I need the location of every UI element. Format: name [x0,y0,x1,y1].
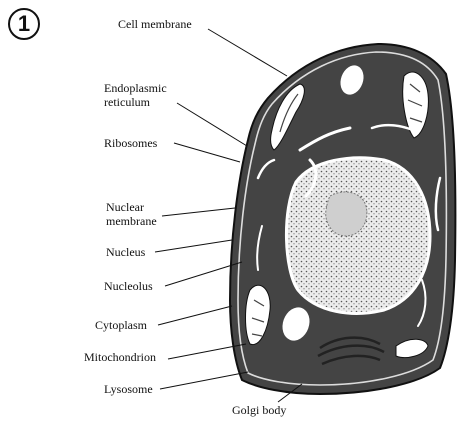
label-cell-membrane: Cell membrane [118,18,192,31]
label-cytoplasm: Cytoplasm [95,319,147,332]
label-endoplasmic-reticulum-line2: reticulum [104,96,150,109]
label-nucleus: Nucleus [106,246,145,259]
label-ribosomes: Ribosomes [104,137,157,150]
label-endoplasmic-reticulum-line1: Endoplasmic [104,82,167,95]
label-golgi-body: Golgi body [232,404,286,417]
label-mitochondrion: Mitochondrion [84,351,156,364]
nucleus [286,158,430,314]
nucleolus [326,192,367,236]
label-nuclear-membrane-line1: Nuclear [106,201,144,214]
label-nuclear-membrane-line2: membrane [106,215,157,228]
label-lysosome: Lysosome [104,383,153,396]
label-nucleolus: Nucleolus [104,280,153,293]
